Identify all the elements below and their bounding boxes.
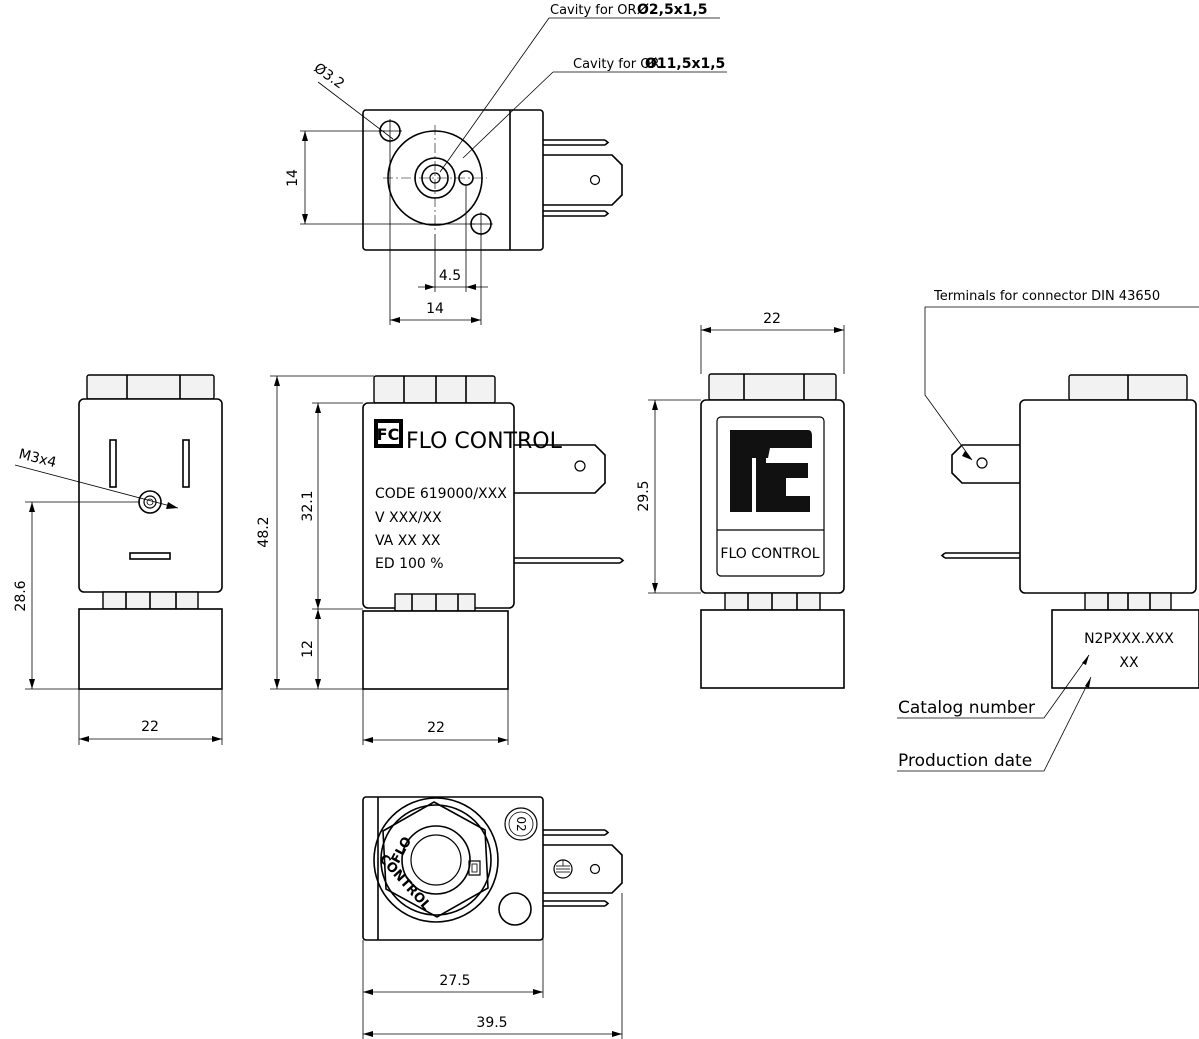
- side-date: XX: [1119, 655, 1139, 671]
- left-view: 28.6 22 M3x4: [13, 374, 223, 745]
- callout-cavity-large-size: Ø11,5x1,5: [645, 56, 725, 72]
- right-view: FLO CONTROL 22 29.5: [636, 311, 845, 689]
- dim-top-offset: 4.5: [439, 268, 461, 284]
- dim-right-width: 22: [763, 311, 781, 327]
- front-code: CODE 619000/XXX: [375, 486, 507, 502]
- fc-logo-icon: [730, 430, 812, 512]
- side-catalog: N2PXXX.XXX: [1084, 631, 1174, 647]
- front-logo: FC: [377, 425, 400, 444]
- bottom-view: FLO CONTROL 02 27.5 39.5: [362, 796, 623, 1039]
- dim-front-width: 22: [427, 720, 445, 736]
- front-view: FC FLO CONTROL CODE 619000/XXX V XXX/XX …: [256, 375, 625, 745]
- top-view: 14 14 4.5 Ø3.2 Cavity for OR Ø2,5x1,5 Ca…: [285, 2, 727, 325]
- dim-top-height: 14: [285, 169, 301, 187]
- dim-top-width: 14: [426, 301, 444, 317]
- dim-front-base: 12: [300, 640, 316, 658]
- dim-front-total: 48.2: [256, 516, 272, 547]
- callout-hole-dia: Ø3.2: [311, 60, 347, 92]
- right-brand: FLO CONTROL: [720, 546, 819, 562]
- dim-left-width: 22: [141, 719, 159, 735]
- dial-number: 02: [514, 816, 528, 831]
- front-brand: FLO CONTROL: [406, 429, 563, 454]
- dim-bottom-total: 39.5: [476, 1015, 507, 1031]
- dim-left-height: 28.6: [13, 580, 29, 611]
- callout-catalog-number: Catalog number: [898, 698, 1035, 718]
- callout-terminals: Terminals for connector DIN 43650: [933, 289, 1160, 304]
- callout-cavity-small: Cavity for OR: [550, 3, 637, 18]
- dim-front-coil: 32.1: [300, 490, 316, 521]
- front-voltage: V XXX/XX: [375, 510, 442, 526]
- front-duty: ED 100 %: [375, 556, 444, 572]
- side-view: N2PXXX.XXX XX Terminals for connector DI…: [897, 289, 1199, 772]
- callout-cavity-large: Cavity for OR: [573, 57, 660, 72]
- front-power: VA XX XX: [375, 533, 441, 549]
- dim-right-height: 29.5: [636, 480, 652, 511]
- callout-cavity-small-size: Ø2,5x1,5: [637, 2, 708, 18]
- callout-production-date: Production date: [898, 751, 1032, 771]
- dim-bottom-inner: 27.5: [439, 973, 470, 989]
